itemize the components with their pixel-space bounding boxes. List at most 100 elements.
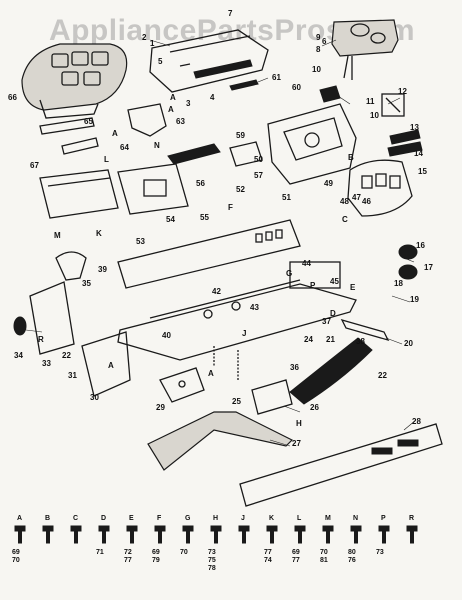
callout-13: 13: [410, 123, 419, 132]
fastener-head-icon: [238, 525, 250, 532]
callout-30: 30: [90, 393, 99, 402]
grille-part[interactable]: [347, 93, 423, 217]
fastener-R[interactable]: R: [406, 515, 418, 544]
fastener-head-icon: [322, 525, 334, 532]
fastener-ref-number: 77: [124, 557, 132, 564]
shaft-61-part[interactable]: [229, 79, 259, 91]
callout-11: 11: [366, 97, 375, 106]
callout-7: 7: [228, 9, 233, 18]
fastener-letter: C: [73, 515, 78, 522]
letter-E: E: [350, 283, 356, 292]
callout-52: 52: [236, 185, 245, 194]
belt-guard-part[interactable]: [167, 141, 263, 167]
callout-8: 8: [316, 45, 321, 54]
hood-part[interactable]: [149, 29, 269, 93]
fastener-D[interactable]: D71: [96, 515, 110, 556]
callout-66: 66: [8, 93, 17, 102]
fastener-shank-icon: [214, 530, 218, 544]
side-rail-part[interactable]: [117, 219, 301, 289]
fastener-letter: E: [129, 515, 134, 522]
callout-3: 3: [186, 99, 191, 108]
dash-panel-part[interactable]: [267, 85, 357, 185]
callout-55: 55: [200, 213, 209, 222]
callout-21: 21: [326, 335, 335, 344]
fastener-letter: M: [325, 515, 331, 522]
pedal-part[interactable]: [55, 251, 87, 281]
callout-61: 61: [272, 73, 281, 82]
callout-20: 20: [404, 339, 413, 348]
callout-40: 40: [162, 331, 171, 340]
fastener-shank-icon: [158, 530, 162, 544]
chute-part[interactable]: [289, 337, 373, 405]
front-wheel-part[interactable]: [398, 244, 418, 280]
fastener-letter: J: [241, 515, 245, 522]
callout-67: 67: [30, 161, 39, 170]
fastener-shank-icon: [18, 530, 22, 544]
fastener-ref-number: 69: [12, 549, 20, 556]
bottom-rail-part[interactable]: [239, 423, 443, 507]
callout-14: 14: [414, 149, 423, 158]
letter-K: K: [96, 229, 102, 238]
callout-32: 22: [62, 351, 71, 360]
fastener-J[interactable]: J: [238, 515, 250, 544]
letter-references: A A A L N B C F M K G A A H J R P D E: [38, 93, 356, 428]
fender-part[interactable]: [147, 411, 294, 471]
fastener-letter: D: [101, 515, 106, 522]
fastener-C[interactable]: C: [70, 515, 82, 544]
letter-A-2: A: [168, 105, 174, 114]
fastener-letter: B: [45, 515, 50, 522]
callout-35: 35: [82, 279, 91, 288]
fastener-head-icon: [70, 525, 82, 532]
fastener-ref-number: 70: [180, 549, 188, 556]
linkage-20-part[interactable]: [340, 318, 390, 342]
callout-10a: 10: [312, 65, 321, 74]
spring-part[interactable]: [213, 346, 239, 380]
bracket-part[interactable]: [159, 367, 205, 403]
letter-H: H: [296, 419, 302, 428]
fastener-letter: R: [409, 515, 414, 522]
fastener-head-icon: [98, 525, 110, 532]
fastener-shank-icon: [74, 530, 78, 544]
fastener-ref-number: 73: [376, 549, 384, 556]
fastener-shank-icon: [46, 530, 50, 544]
callout-1: 1: [150, 39, 155, 48]
fastener-head-icon: [154, 525, 166, 532]
bracket-65-part[interactable]: [39, 117, 99, 155]
main-frame-part[interactable]: [117, 261, 357, 361]
fastener-ref-number: 79: [152, 557, 160, 564]
fastener-ref-number: 70: [12, 557, 20, 564]
battery-tray-part[interactable]: [117, 163, 189, 215]
callout-4: 4: [210, 93, 215, 102]
callout-64: 64: [120, 143, 129, 152]
callout-56: 56: [196, 179, 205, 188]
callout-31: 31: [68, 371, 77, 380]
seat-part[interactable]: [21, 43, 128, 119]
fastener-head-icon: [126, 525, 138, 532]
callout-24: 24: [304, 335, 313, 344]
callout-6: 6: [322, 37, 327, 46]
fastener-ref-number: 72: [124, 549, 132, 556]
bracket-63-part[interactable]: [127, 103, 167, 137]
letter-G: G: [286, 269, 292, 278]
fuel-tank-part[interactable]: [331, 19, 399, 80]
rear-housing-part[interactable]: [13, 281, 131, 397]
callout-28: 28: [412, 417, 421, 426]
lower-bracket-part[interactable]: [251, 379, 293, 415]
letter-A-3: A: [112, 129, 118, 138]
callout-43: 43: [250, 303, 259, 312]
fastener-G[interactable]: G70: [180, 515, 194, 556]
callout-33: 33: [42, 359, 51, 368]
fastener-P[interactable]: P73: [376, 515, 390, 556]
footrest-part[interactable]: [39, 169, 119, 219]
fastener-B[interactable]: B: [42, 515, 54, 544]
